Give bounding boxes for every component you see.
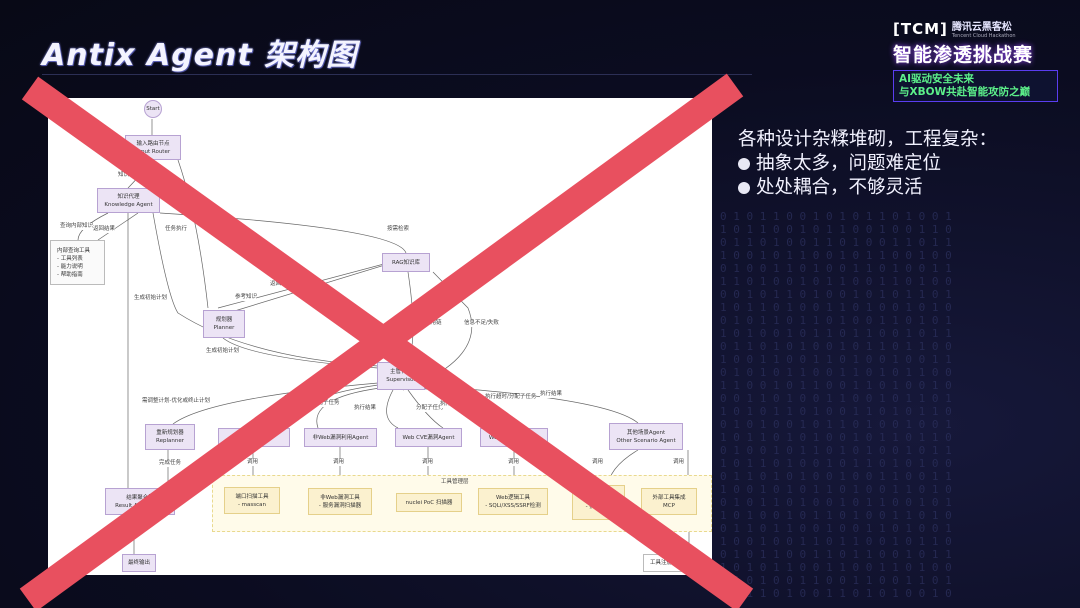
tool-detail: - SQLi/XSS/SSRF检测 xyxy=(485,502,541,509)
tool-detail: - masscan xyxy=(237,501,267,508)
bullet-text: 抽象太多，问题难定位 xyxy=(756,153,942,174)
internal-query-tools-node: 内部查询工具- 工具列表- 能力说明- 帮助指南 xyxy=(50,240,105,285)
node-item: - 帮助指南 xyxy=(57,271,83,278)
tool-node: 非Web漏洞工具- 服务漏洞扫描器 xyxy=(308,488,372,515)
edge-label: 执行结果 xyxy=(354,405,377,412)
slogan-line-1: AI驱动安全未来 xyxy=(899,73,975,85)
node-label: 规划器 xyxy=(215,317,233,323)
tool-name: 非Web漏洞工具 xyxy=(320,494,360,501)
edge-label: 调用 xyxy=(333,459,345,466)
bullet-icon xyxy=(738,182,750,194)
agent-node-web-cve: Web CVE漏洞Agent xyxy=(395,428,462,447)
start-node: Start xyxy=(144,100,162,118)
tool-name: 端口扫描工具 xyxy=(235,493,269,500)
slogan-line-2: 与XBOW共赴智能攻防之巅 xyxy=(899,86,1031,98)
edge-label: 需调整计划-优化或终止计划 xyxy=(136,398,216,405)
tool-name: 外部工具集成 xyxy=(652,494,686,501)
edge-label: 调用 xyxy=(422,459,434,466)
logo-event-name: 智能渗透挑战赛 xyxy=(893,44,1034,66)
background-code-pattern: 0 1 0 1 1 0 0 1 0 1 0 1 1 0 1 0 0 1 1 0 … xyxy=(720,210,952,600)
edge-label: 执行结果 xyxy=(540,391,563,398)
edge-label: 按需检索 xyxy=(387,226,410,233)
tool-layer-label: 工具管理层 xyxy=(441,479,469,485)
tool-detail: MCP xyxy=(663,502,675,509)
edge-label: 信息不足/失败 xyxy=(464,320,499,327)
tool-node: nuclei PoC 扫描器 xyxy=(396,493,462,512)
node-label: 内部查询工具 xyxy=(57,247,91,254)
node-label: 主管代理 xyxy=(389,369,412,375)
node-label: Knowledge Agent xyxy=(104,201,153,208)
tool-node: 端口扫描工具- masscan xyxy=(224,487,280,514)
tool-name: nuclei PoC 扫描器 xyxy=(405,499,453,506)
edge-label: 参考知识 xyxy=(235,294,258,301)
bullet-icon xyxy=(738,158,750,170)
agent-node-non-web: 非Web漏洞利用Agent xyxy=(304,428,377,447)
logo-slogan: AI驱动安全未来与XBOW共赴智能攻防之巅 xyxy=(893,70,1058,102)
title-divider xyxy=(42,74,752,75)
node-item: - 能力说明 xyxy=(57,263,83,270)
tool-detail: - 服务漏洞扫描器 xyxy=(318,502,362,509)
edge-label: 调用 xyxy=(508,459,520,466)
edge-label: 执行超时/分配子任务 xyxy=(485,394,537,401)
edge-label: 返回结果 xyxy=(93,226,116,233)
edge-label: 生成初始计划 xyxy=(206,348,240,355)
edge-label: 调用 xyxy=(673,459,685,466)
rag-knowledge-base-node: RAG知识库 xyxy=(382,253,430,272)
node-label: Input Router xyxy=(135,148,171,155)
tool-node: Web逻辑工具- SQLi/XSS/SSRF检测 xyxy=(478,488,548,515)
edge-label: 调用 xyxy=(592,459,604,466)
replanner-node: 重新规划器 Replanner xyxy=(145,424,195,450)
edge-label: 查询内部知识 xyxy=(60,223,94,230)
logo-brand: 腾讯云黑客松 xyxy=(951,22,1012,33)
edge-label: 分配子任务 xyxy=(416,405,444,412)
final-output-node: 最终输出 xyxy=(122,554,156,572)
node-label: Other Scenario Agent xyxy=(616,437,676,444)
points-heading: 各种设计杂糅堆砌，工程复杂： xyxy=(738,129,998,150)
planner-node: 规划器 Planner xyxy=(203,310,245,338)
logo-brand-sub: Tencent Cloud Hackathon xyxy=(951,33,1016,39)
tool-name: Web逻辑工具 xyxy=(496,494,530,501)
node-label: 知识代理 xyxy=(117,193,140,200)
logo-tag: [TCM] xyxy=(893,19,948,38)
edge-label: 完成任务 xyxy=(159,460,182,467)
node-label: Replanner xyxy=(156,438,184,444)
edge-label: 分配子任务 xyxy=(312,400,340,407)
node-label: Planner xyxy=(213,325,235,331)
bullet-item: 处处耦合，不够灵活 xyxy=(738,176,997,200)
bullet-item: 抽象太多，问题难定位 xyxy=(738,152,997,176)
key-points: 各种设计杂糅堆砌，工程复杂： 抽象太多，问题难定位 处处耦合，不够灵活 xyxy=(738,128,997,200)
node-item: - 工具列表 xyxy=(57,255,83,262)
node-label: 结果聚合器 xyxy=(126,494,154,501)
edge-label: 生成初始计划 xyxy=(134,295,168,302)
edge-label: 调用 xyxy=(247,459,259,466)
cross-stroke xyxy=(19,73,744,608)
bullet-text: 处处耦合，不够灵活 xyxy=(756,177,923,198)
node-label: 重新规划器 xyxy=(156,430,184,436)
node-label: 输入路由节点 xyxy=(136,140,170,147)
slide-title: Antix Agent 架构图 xyxy=(42,38,358,73)
node-label: 其他场景Agent xyxy=(626,429,666,436)
edge-label: 任务执行 xyxy=(165,226,188,233)
node-label: Supervisor xyxy=(386,377,416,383)
